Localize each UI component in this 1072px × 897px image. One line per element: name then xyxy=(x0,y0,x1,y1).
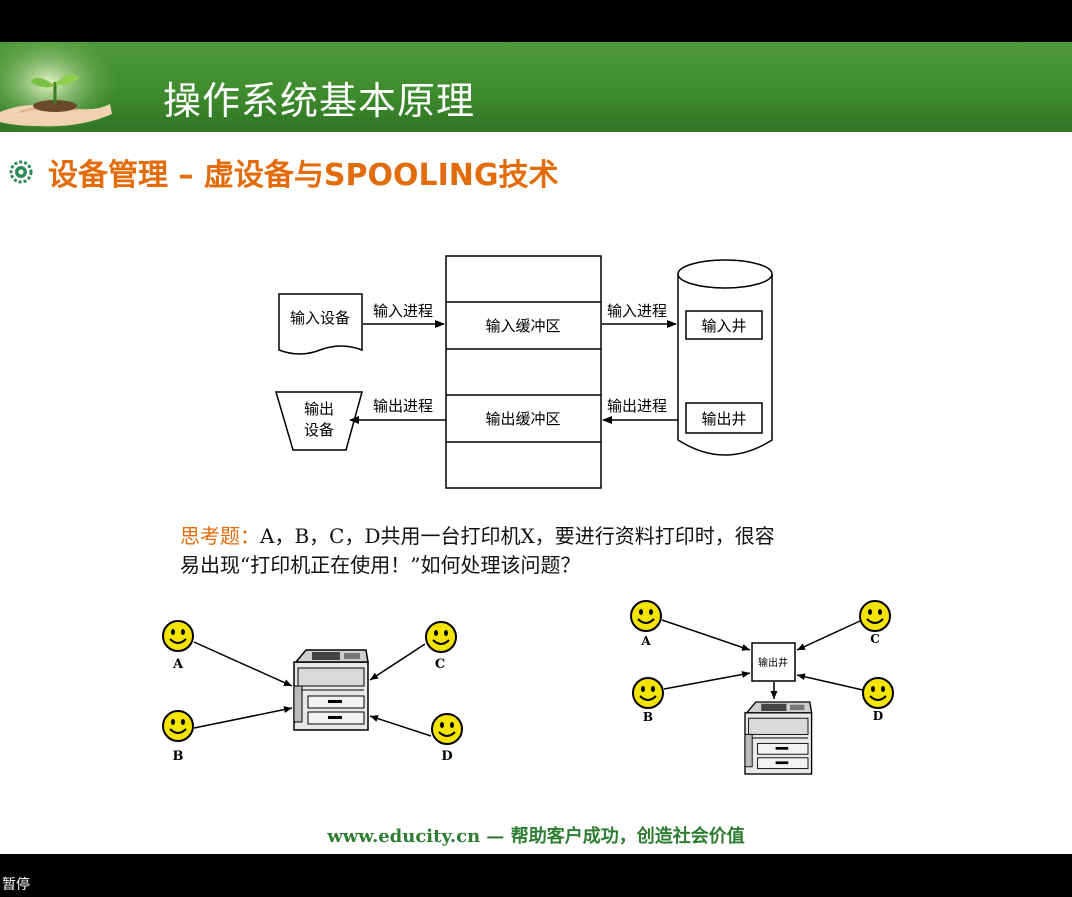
thinking-question: 思考题：A，B，C，D共用一台打印机X，要进行资料打印时，很容 易出现“打印机正… xyxy=(180,522,900,580)
right-user-d-label: D xyxy=(873,709,883,723)
output-device-label-1: 输出 xyxy=(304,400,334,418)
input-process-label-right: 输入进程 xyxy=(607,302,667,320)
question-line-2: 易出现“打印机正在使用！”如何处理该问题？ xyxy=(180,553,581,577)
output-device-label-2: 设备 xyxy=(304,421,334,439)
output-process-label-left: 输出进程 xyxy=(373,397,433,415)
user-d-icon xyxy=(431,713,463,745)
right-scenario: 输出井 A B C D xyxy=(630,600,894,775)
section-subtitle: 设备管理 – 虚设备与SPOOLING技术 xyxy=(48,158,559,193)
output-buffer-label: 输出缓冲区 xyxy=(485,410,560,428)
printer-scenarios: A B C D 输出井 A B C D xyxy=(162,600,894,775)
seedling-hand-icon xyxy=(0,42,120,132)
output-well-box xyxy=(685,402,763,434)
spooled-printer-icon xyxy=(744,701,813,775)
title-banner: 操作系统基本原理 xyxy=(0,42,1072,132)
spooling-diagram: 输入设备 输出 设备 输入缓冲区 输出缓冲区 输入井 输出井 输入进程 输入进程… xyxy=(274,255,773,489)
right-user-c-label: C xyxy=(870,632,880,646)
user-c-icon-right xyxy=(859,600,891,632)
input-well-box xyxy=(685,310,763,340)
input-process-label-left: 输入进程 xyxy=(373,302,433,320)
left-user-d-label: D xyxy=(441,749,452,764)
output-well-label: 输出井 xyxy=(701,410,746,428)
left-user-b-label: B xyxy=(173,749,184,764)
user-d-icon-right xyxy=(862,677,894,709)
subtitle-row: 设备管理 – 虚设备与SPOOLING技术 xyxy=(8,150,559,194)
left-user-a-label: A xyxy=(172,657,184,672)
right-user-b-label: B xyxy=(643,710,653,724)
slide-title: 操作系统基本原理 xyxy=(163,79,476,123)
user-c-icon xyxy=(425,621,457,653)
user-a-icon-right xyxy=(630,600,662,632)
input-well-label: 输入井 xyxy=(701,317,746,335)
input-device-label: 输入设备 xyxy=(290,309,350,327)
user-b-icon-right xyxy=(632,677,664,709)
question-label: 思考题： xyxy=(180,524,260,548)
spool-well-box xyxy=(751,642,796,682)
footer-slogan: www.educity.cn — 帮助客户成功，创造社会价值 xyxy=(327,826,745,847)
right-user-a-label: A xyxy=(640,634,651,648)
buffer-stack xyxy=(445,255,602,489)
question-line-1: A，B，C，D共用一台打印机X，要进行资料打印时，很容 xyxy=(260,524,775,548)
left-user-c-label: C xyxy=(435,657,445,672)
spool-well-label: 输出井 xyxy=(758,656,788,669)
input-buffer-label: 输入缓冲区 xyxy=(485,317,560,335)
user-b-icon xyxy=(162,710,194,742)
left-scenario: A B C D xyxy=(162,620,463,764)
player-status: 暂停 xyxy=(2,877,30,893)
output-process-label-right: 输出进程 xyxy=(607,397,667,415)
output-device-shape xyxy=(274,391,363,451)
shared-printer-icon xyxy=(293,649,369,731)
user-a-icon xyxy=(162,620,194,652)
input-device-shape xyxy=(278,293,363,355)
gear-bullet-icon xyxy=(9,160,33,184)
slide: 操作系统基本原理 设备管理 – 虚设备与SPOOLING技术 输入设备 输出 设… xyxy=(0,42,1072,854)
